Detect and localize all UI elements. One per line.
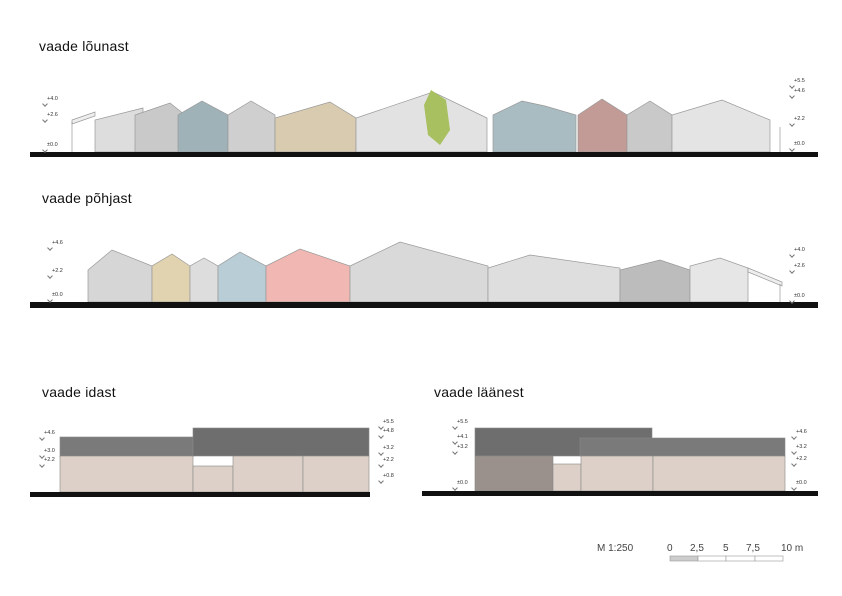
level-mark: +2.6 <box>47 112 58 118</box>
scale-label: M 1:250 <box>597 543 634 554</box>
scale-tick: 7,5 <box>746 543 760 554</box>
level-mark: +2.2 <box>383 457 394 463</box>
level-mark: ±0.0 <box>794 141 805 147</box>
level-mark: +5.5 <box>794 78 805 84</box>
level-mark: +5.5 <box>383 419 394 425</box>
scale-tick: 0 <box>667 543 673 554</box>
east-view-title: vaade idast <box>42 384 116 400</box>
level-mark: +4.6 <box>44 430 55 436</box>
level-mark: ±0.0 <box>52 292 63 298</box>
scale-tick: 10 m <box>781 543 804 554</box>
level-mark: ±0.0 <box>47 142 58 148</box>
level-mark: +2.2 <box>794 116 805 122</box>
level-mark: +3.2 <box>796 444 807 450</box>
level-mark: +3.2 <box>383 445 394 451</box>
scale-tick: 5 <box>723 543 729 554</box>
level-mark: ±0.0 <box>794 293 805 299</box>
level-mark: +3.0 <box>44 448 55 454</box>
level-mark: +4.6 <box>796 429 807 435</box>
north-view-title: vaade põhjast <box>42 190 132 206</box>
west-view-title: vaade läänest <box>434 384 524 400</box>
level-mark: +0.8 <box>383 473 394 479</box>
scale-tick: 2,5 <box>690 543 704 554</box>
level-mark: +4.6 <box>52 240 63 246</box>
level-mark: +4.6 <box>794 88 805 94</box>
level-mark: ±0.0 <box>796 480 807 486</box>
level-mark: +2.2 <box>796 456 807 462</box>
level-mark: +4.0 <box>794 247 805 253</box>
level-mark: +2.2 <box>44 457 55 463</box>
level-mark: +2.6 <box>794 263 805 269</box>
east-elevation-drawing <box>30 427 370 497</box>
level-mark: +2.2 <box>52 268 63 274</box>
level-mark: +4.0 <box>47 96 58 102</box>
level-mark: +3.2 <box>457 444 468 450</box>
level-mark: +4.1 <box>457 434 468 440</box>
level-mark: ±0.0 <box>457 480 468 486</box>
north-elevation-drawing <box>30 241 818 308</box>
south-view-title: vaade lõunast <box>39 38 129 54</box>
south-elevation-drawing <box>30 90 818 157</box>
level-mark: +4.8 <box>383 428 394 434</box>
west-elevation-drawing <box>422 427 818 496</box>
level-mark: +5.5 <box>457 419 468 425</box>
scale-bar <box>669 555 784 562</box>
